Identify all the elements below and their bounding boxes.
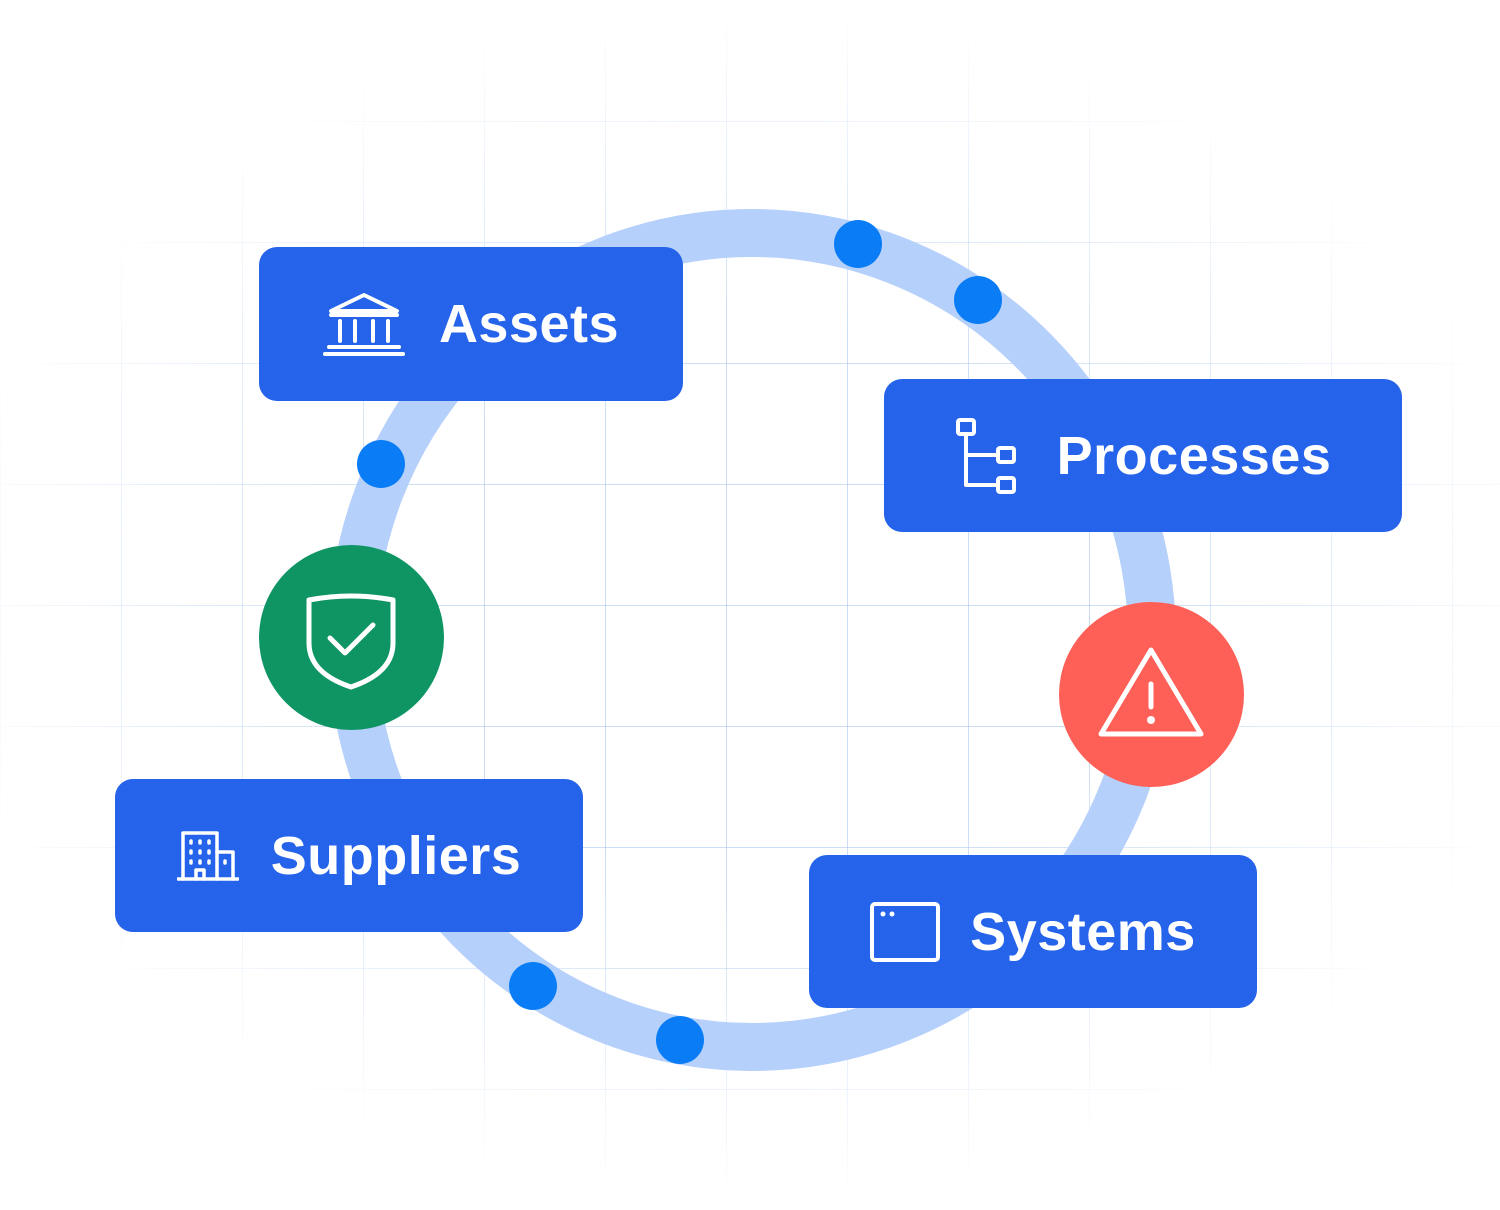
- bank-icon: [322, 291, 405, 357]
- node-suppliers-label: Suppliers: [270, 825, 522, 886]
- node-assets: Assets: [259, 247, 683, 401]
- ring-dot: [954, 276, 1002, 324]
- node-processes: Processes: [884, 379, 1402, 532]
- ring-dot: [509, 962, 557, 1010]
- node-suppliers: Suppliers: [115, 779, 583, 932]
- building-icon: [176, 830, 239, 882]
- window-icon: [870, 901, 941, 962]
- warning-badge: [1059, 602, 1244, 787]
- node-systems-label: Systems: [970, 901, 1196, 962]
- node-processes-label: Processes: [1056, 425, 1332, 486]
- ring-dot: [834, 220, 882, 268]
- node-systems: Systems: [809, 855, 1257, 1008]
- ring-dot: [357, 440, 405, 488]
- shield-check-icon: [306, 593, 396, 690]
- ring-dot: [656, 1016, 704, 1064]
- node-assets-label: Assets: [438, 294, 620, 354]
- hierarchy-icon: [955, 417, 1017, 495]
- warning-icon: [1098, 647, 1204, 737]
- secure-badge: [259, 545, 444, 730]
